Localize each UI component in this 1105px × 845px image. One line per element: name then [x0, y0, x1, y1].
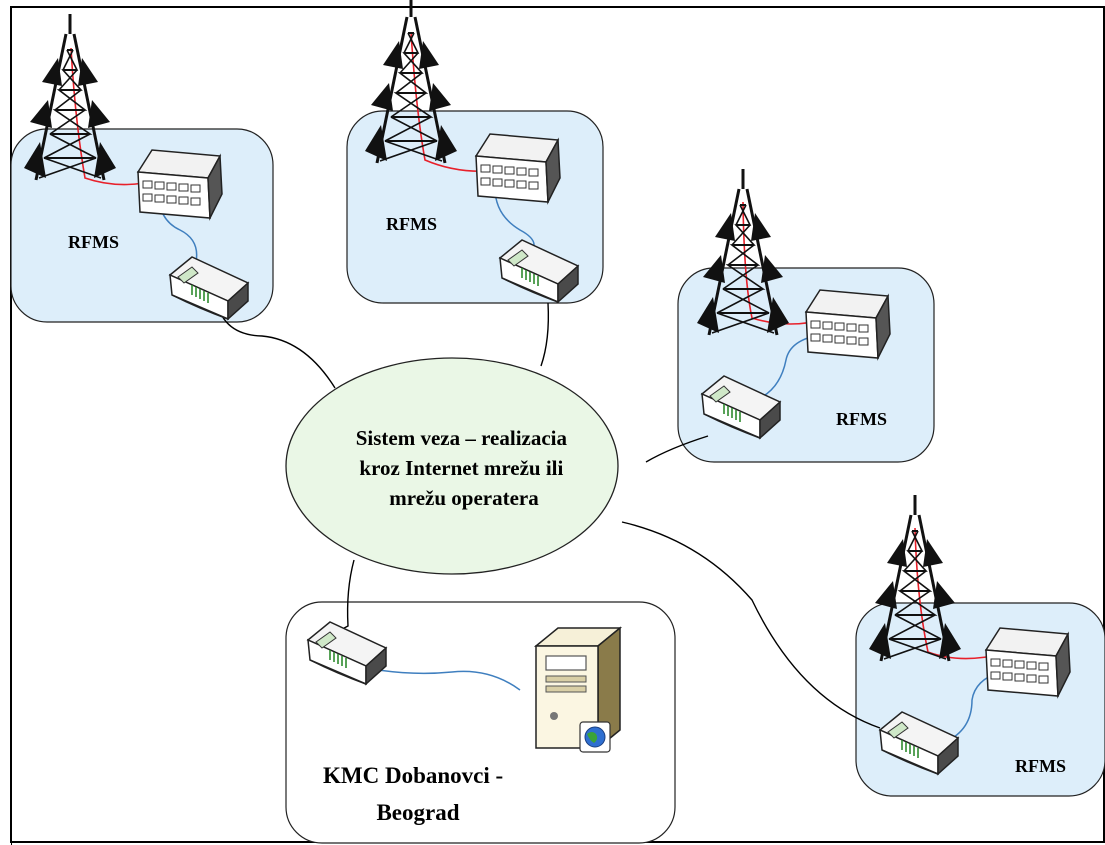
site-label-1: RFMS — [68, 232, 119, 252]
site-box-4 — [855, 602, 1105, 797]
control-label-line-2: Beograd — [376, 800, 459, 825]
center-line-2: kroz Internet mrežu ili — [359, 456, 563, 480]
site-label-2: RFMS — [386, 214, 437, 234]
wan-link-site-3 — [645, 435, 709, 463]
control-label-line-1: KMC Dobanovci - — [323, 763, 503, 788]
site-label-3: RFMS — [836, 409, 887, 429]
site-label-4: RFMS — [1015, 756, 1066, 776]
center-line-3: mrežu operatera — [389, 486, 539, 510]
ethernet-switch-icon — [985, 627, 1071, 697]
wan-link-site-4 — [621, 521, 881, 729]
ethernet-switch-icon — [137, 149, 223, 219]
center-line-1: Sistem veza – realizacia — [356, 426, 568, 450]
network-ellipse — [285, 357, 619, 575]
svg-text:KMC Dobanovci - Beograd: KMC Dobanovci - Beograd — [323, 763, 509, 825]
ethernet-switch-icon — [805, 289, 891, 359]
ethernet-switch-icon — [475, 133, 561, 203]
svg-text:Sistem veza – realizacia k: Sistem veza – realizacia kroz Internet m… — [356, 426, 573, 510]
server-icon — [535, 627, 621, 753]
wan-link-site-2 — [540, 302, 550, 367]
